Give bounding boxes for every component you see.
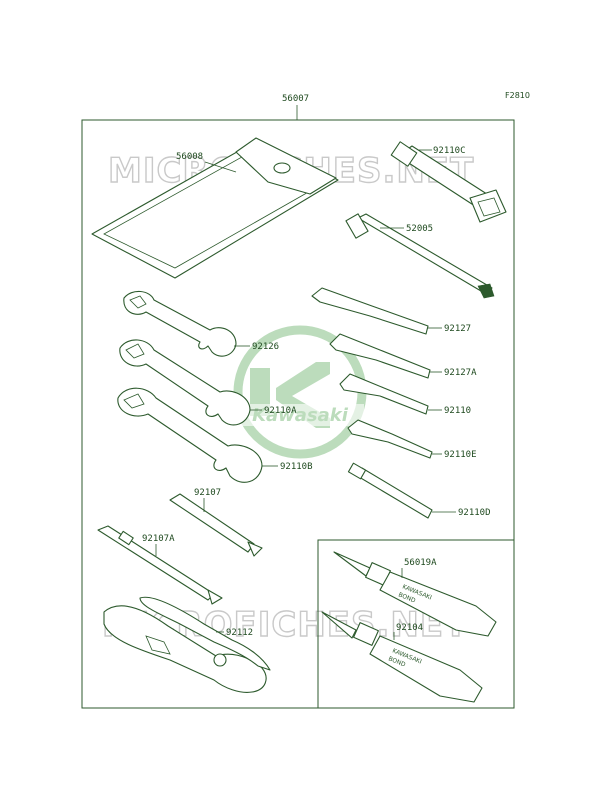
- pliers-92112: [103, 596, 271, 693]
- part-label-92107A: 92107A: [142, 534, 175, 544]
- figure-code: F2810: [505, 91, 530, 100]
- part-label-92110B: 92110B: [280, 462, 313, 472]
- hex-wrench-92127: [311, 287, 442, 335]
- part-label-92126: 92126: [252, 342, 279, 352]
- part-label-92107: 92107: [194, 488, 221, 498]
- part-label-92110A: 92110A: [264, 406, 297, 416]
- part-label-92110D: 92110D: [458, 508, 491, 518]
- part-label-92110E: 92110E: [444, 450, 477, 460]
- wrench-92110B: [117, 387, 278, 483]
- part-label-92104: 92104: [396, 623, 423, 633]
- hex-wrench-92110E: [347, 419, 442, 459]
- bond-tube-92104: KAWASAKI BOND: [321, 611, 483, 703]
- hex-wrench-92127A: [329, 333, 442, 379]
- box-wrench-92110C: [390, 141, 507, 223]
- hex-wrench-92110: [339, 373, 442, 415]
- screwdriver-92107: [169, 493, 263, 557]
- wrench-92110A: [119, 339, 262, 426]
- driver-92110D: [347, 462, 456, 519]
- bond-frame: [318, 539, 515, 709]
- bond-tube-56019A: KAWASAKI BOND: [333, 551, 497, 637]
- part-label-92112: 92112: [226, 628, 253, 638]
- part-label-56019A: 56019A: [404, 558, 437, 568]
- logo-text: Kawasaki: [252, 405, 349, 426]
- part-label-56007: 56007: [282, 94, 309, 104]
- part-label-52005: 52005: [406, 224, 433, 234]
- part-label-92110C: 92110C: [433, 146, 466, 156]
- part-label-92127A: 92127A: [444, 368, 477, 378]
- part-label-92110: 92110: [444, 406, 471, 416]
- tommy-bar-52005: [345, 213, 495, 299]
- tool-bag-56008: [91, 137, 339, 279]
- wrench-92126: [123, 290, 250, 357]
- part-label-56008: 56008: [176, 152, 203, 162]
- part-label-92127: 92127: [444, 324, 471, 334]
- screwdriver-92107A: [97, 525, 223, 605]
